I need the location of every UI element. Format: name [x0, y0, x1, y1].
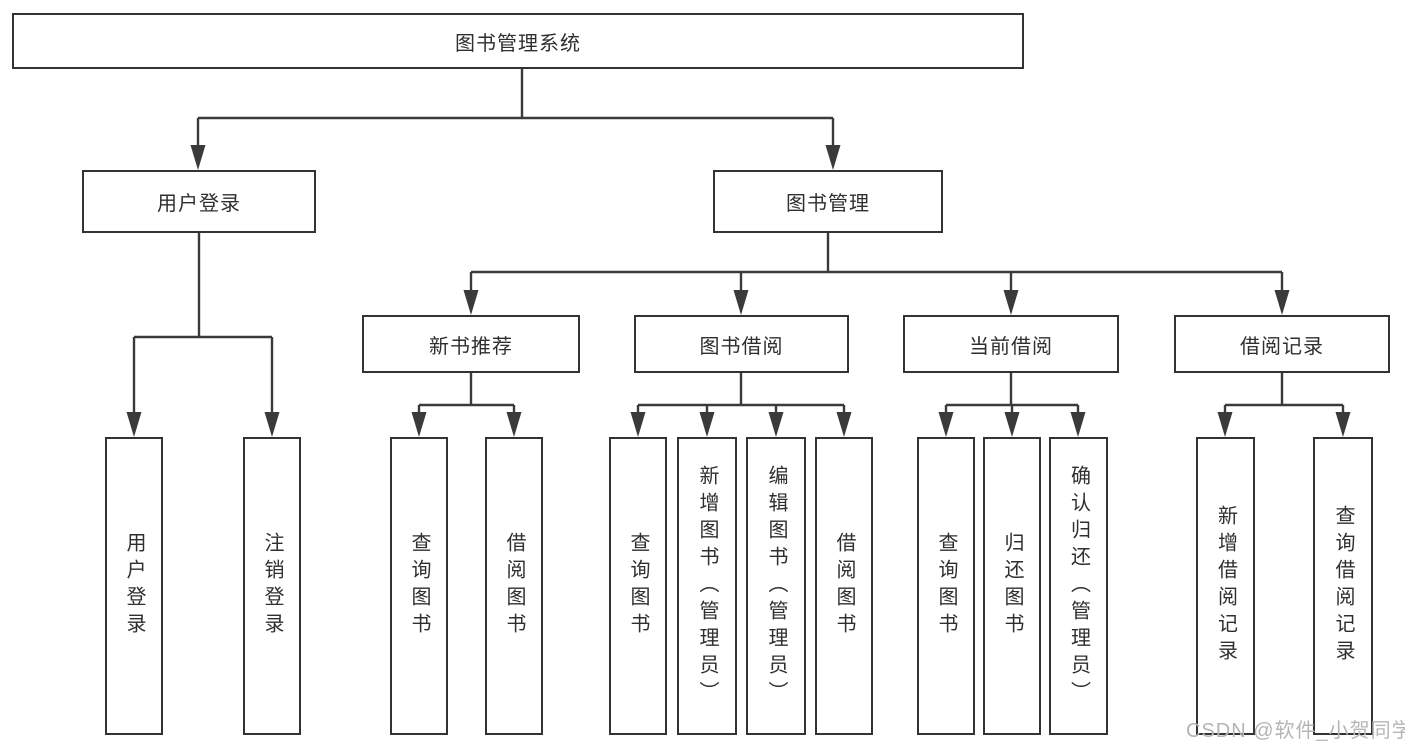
node-new-book-recommend: 新书推荐 [362, 315, 580, 373]
leaf-user-login-label: 用户登录 [123, 532, 145, 640]
leaf-query-book-1: 查询图书 [390, 437, 448, 735]
leaf-return-book: 归还图书 [983, 437, 1041, 735]
node-new-book-recommend-label: 新书推荐 [429, 335, 513, 358]
leaf-borrow-book-1: 借阅图书 [485, 437, 543, 735]
node-current-borrow: 当前借阅 [903, 315, 1119, 373]
leaf-borrow-book-2: 借阅图书 [815, 437, 873, 735]
leaf-add-borrow-record-label: 新增借阅记录 [1214, 505, 1237, 667]
node-borrow-records: 借阅记录 [1174, 315, 1390, 373]
leaf-user-login: 用户登录 [105, 437, 163, 735]
node-user-login: 用户登录 [82, 170, 316, 233]
node-book-mgmt-label: 图书管理 [786, 193, 870, 215]
connector-user-login-to-leaves [132, 233, 274, 414]
connector-borrow-records-to-leaves [1223, 373, 1345, 414]
connector-root-to-level2 [196, 69, 835, 147]
node-root-label: 图书管理系统 [455, 32, 581, 55]
node-current-borrow-label: 当前借阅 [969, 335, 1053, 358]
leaf-logout-label: 注销登录 [261, 532, 283, 640]
leaf-query-book-2: 查询图书 [609, 437, 667, 735]
leaf-add-book-admin-label: 新增图书（管理员） [696, 464, 718, 708]
connector-current-borrow-to-leaves [944, 373, 1080, 414]
leaf-query-book-3: 查询图书 [917, 437, 975, 735]
leaf-borrow-book-1-label: 借阅图书 [503, 532, 525, 640]
node-user-login-label: 用户登录 [157, 193, 241, 215]
node-root: 图书管理系统 [12, 13, 1024, 69]
leaf-edit-book-admin: 编辑图书（管理员） [746, 437, 806, 735]
node-book-mgmt: 图书管理 [713, 170, 943, 233]
connector-book-mgmt-to-level3 [469, 233, 1284, 292]
connectors [126, 69, 1351, 437]
leaf-query-borrow-record: 查询借阅记录 [1313, 437, 1373, 735]
connector-book-borrow-to-leaves [636, 373, 846, 414]
leaf-query-book-1-label: 查询图书 [408, 532, 430, 640]
leaf-return-book-label: 归还图书 [1001, 532, 1023, 640]
leaf-query-book-3-label: 查询图书 [935, 532, 957, 640]
node-borrow-records-label: 借阅记录 [1240, 335, 1324, 358]
node-book-borrow-label: 图书借阅 [699, 335, 784, 358]
csdn-watermark: CSDN @软件_小贺同学 [1186, 720, 1405, 742]
leaf-confirm-return-admin: 确认归还（管理员） [1049, 437, 1108, 735]
leaf-query-borrow-record-label: 查询借阅记录 [1332, 505, 1354, 667]
node-book-borrow: 图书借阅 [634, 315, 849, 373]
leaf-add-book-admin: 新增图书（管理员） [677, 437, 737, 735]
connector-new-book-rec-to-leaves [417, 373, 516, 414]
arrowheads [126, 145, 1351, 437]
leaf-logout: 注销登录 [243, 437, 301, 735]
leaf-query-book-2-label: 查询图书 [627, 532, 649, 640]
leaf-confirm-return-admin-label: 确认归还（管理员） [1067, 464, 1090, 708]
leaf-edit-book-admin-label: 编辑图书（管理员） [765, 464, 787, 708]
leaf-add-borrow-record: 新增借阅记录 [1196, 437, 1255, 735]
leaf-borrow-book-2-label: 借阅图书 [833, 532, 855, 640]
